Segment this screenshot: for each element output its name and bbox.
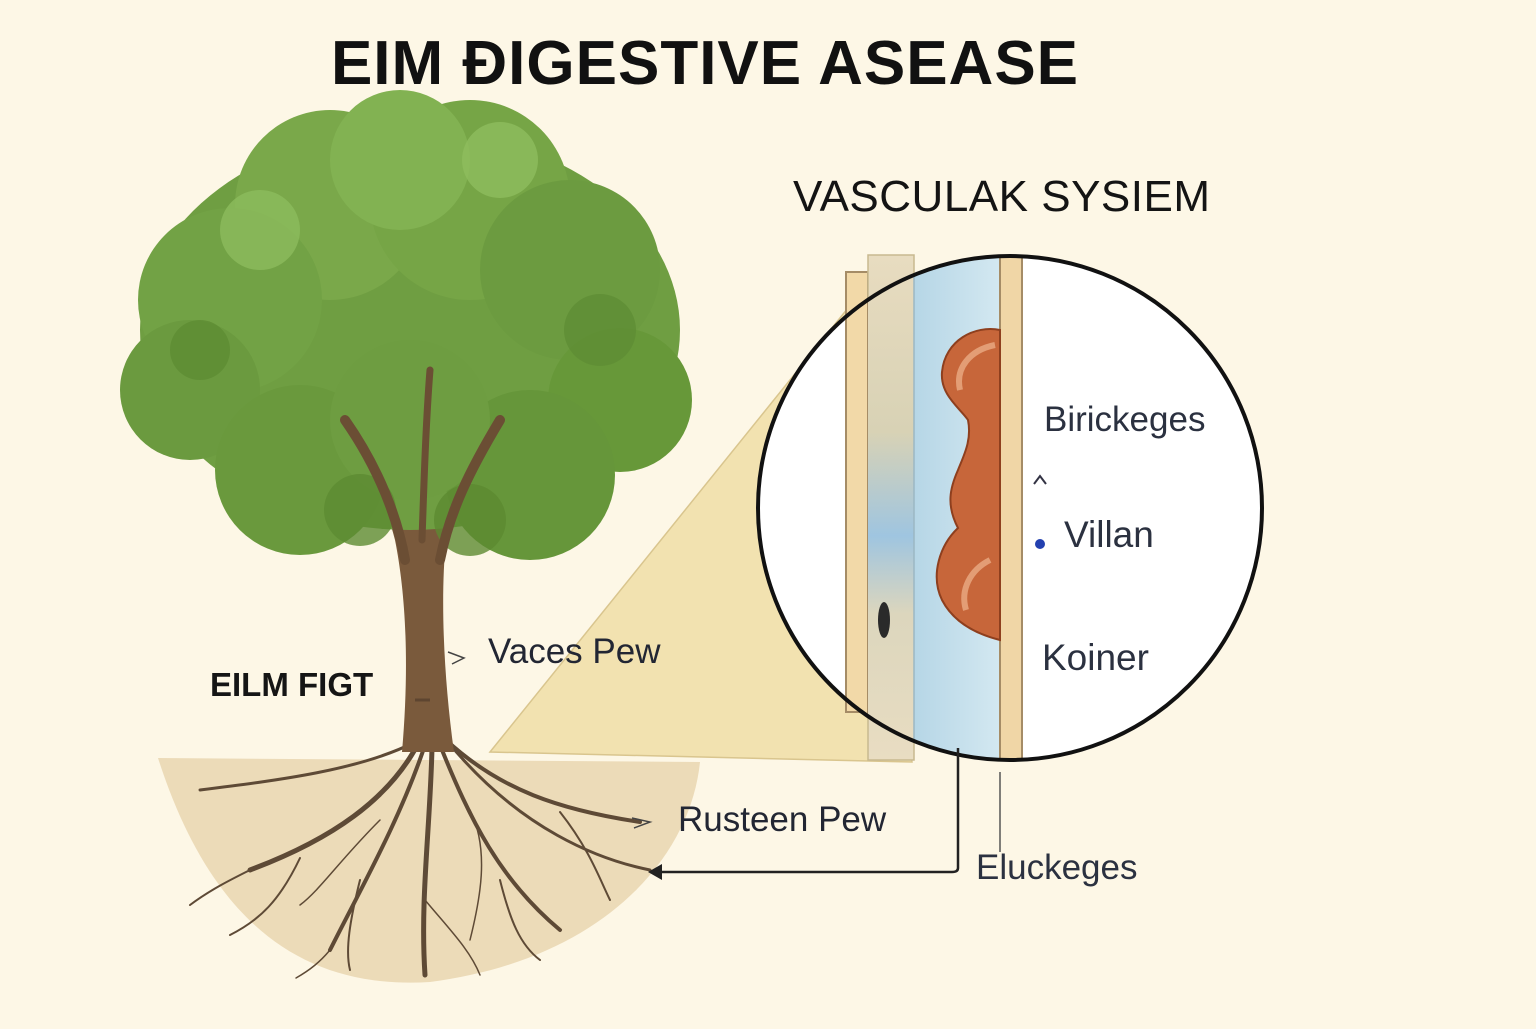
label-koiner: Koiner: [1042, 637, 1149, 678]
label-rusteen-pew: Rusteen Pew: [678, 800, 887, 839]
page-title: EIM ĐIGESTIVE ASEASE: [330, 29, 1080, 98]
marker-dot: [1035, 539, 1045, 549]
marker-caret: [1033, 474, 1047, 485]
connector-rusteen: [631, 817, 653, 829]
label-villan: Villan: [1064, 514, 1154, 555]
trunk-over-foliage: [340, 366, 505, 565]
zoom-circle: [756, 254, 1264, 762]
soil-mound: [158, 758, 700, 983]
label-vaces-pew: Vaces Pew: [488, 632, 661, 671]
label-birickeges: Birickeges: [1044, 400, 1206, 439]
tree-roots: [189, 737, 652, 979]
connector-eluckeges: [660, 748, 960, 874]
section-subtitle: VASCULAK SYSIEM: [793, 172, 1211, 221]
tree-foliage: [120, 90, 692, 560]
connector-arrowhead: [648, 864, 662, 880]
label-tree: EILM FIGT: [210, 666, 374, 703]
label-eluckeges: Eluckeges: [976, 848, 1138, 887]
zoom-circle-content: [758, 256, 1262, 760]
trunk-pointer: [447, 651, 466, 665]
